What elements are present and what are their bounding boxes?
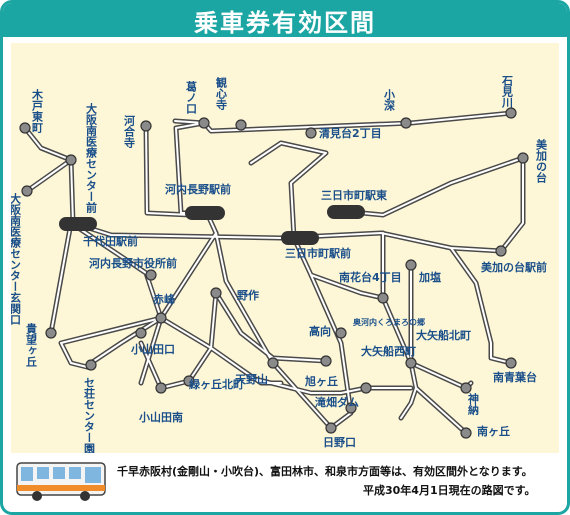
label-midori: 緑ヶ丘北町 (189, 377, 244, 391)
coverage-note: 千早赤阪村(金剛山・小吹台)、富田林市、和泉市方面等は、有効区間外となります。 (117, 465, 533, 478)
page-title: 乗車券有効区間 (3, 3, 567, 37)
stop-shiyakusho[interactable] (145, 269, 157, 281)
date-note: 平成30年4月1日現在の路図です。 (363, 484, 536, 497)
footer: 千早赤阪村(金剛山・小吹台)、富田林市、和泉市方面等は、有効区間外となります。 … (11, 455, 559, 507)
stop-kounou[interactable] (460, 382, 472, 394)
route-map-svg: 木戸東町 大阪南医療センター前 大阪南医療センター玄関口 河合寺 河内長野駅前 … (9, 75, 549, 455)
label-kibou: 貴望ヶ丘 (25, 322, 38, 367)
station-labels: 木戸東町 大阪南医療センター前 大阪南医療センター玄関口 河合寺 河内長野駅前 … (9, 75, 549, 455)
bus-icon (16, 462, 106, 501)
label-sennda: 千代田駅前 (83, 234, 138, 248)
stop-mikanodai-ekimae[interactable] (495, 245, 507, 257)
label-mikkaichi: 三日市町駅前 (285, 246, 351, 260)
stop-koyamadaminami[interactable] (155, 382, 167, 394)
stop-asahigaoka[interactable] (320, 355, 332, 367)
label-takihata: 滝畑ダム (315, 395, 359, 409)
label-kakou: 高向 (309, 324, 331, 338)
stop-kakunoguchi[interactable] (198, 117, 210, 129)
label-akamine: 赤峰 (153, 292, 176, 306)
label-koyamadaguchi: 小山田口 (130, 342, 175, 356)
label-kido: 木戸東町 (31, 88, 45, 134)
stop-kaen[interactable] (405, 259, 417, 271)
terminal-mikkaichi-higashi[interactable] (327, 205, 365, 219)
label-kiyomidai: 清見台2丁目 (319, 126, 382, 140)
stop-kido[interactable] (19, 122, 31, 134)
label-minamihanadai: 南花台4丁目 (339, 270, 402, 284)
route-lines (22, 110, 526, 436)
stop-kobuka[interactable] (400, 117, 412, 129)
stop-amanoyama[interactable] (267, 357, 279, 369)
stop-minamiaoba[interactable] (505, 357, 517, 369)
label-minamiaoba: 南青葉台 (493, 370, 537, 384)
label-ishimigawa: 石見川 (501, 75, 515, 108)
label-shiyakusho: 河内長野市役所前 (89, 256, 177, 270)
label-center-mae: 大阪南医療センター前 (85, 102, 98, 214)
label-kanshinji: 観心寺 (215, 76, 228, 111)
terminal-kawachi-nagano[interactable] (185, 206, 225, 220)
stop-nangaoka[interactable] (460, 427, 472, 439)
label-oyabune-nishi: 大矢船西町 (361, 344, 416, 358)
stop-kakou[interactable] (335, 327, 347, 339)
label-kawachi-nagano: 河内長野駅前 (165, 182, 231, 196)
label-center-en: セ荘センター園 (83, 377, 96, 453)
stop-nosaku[interactable] (210, 287, 222, 299)
label-mikanodai: 美加の台 (535, 138, 549, 184)
stop-center-en[interactable] (85, 359, 97, 371)
label-kakunoguchi: 葛ノ口 (185, 80, 199, 115)
label-asahigaoka: 旭ヶ丘 (304, 374, 338, 388)
label-nangaoka: 南ヶ丘 (477, 424, 510, 438)
label-kawachidera: 河合寺 (123, 114, 136, 149)
stop-minamihanadai[interactable] (377, 292, 389, 304)
label-kounou: 神納 (467, 392, 480, 416)
label-mikanodai-ekimae: 美加の台駅前 (481, 260, 547, 274)
stop-dots (19, 107, 529, 439)
label-oyabune-kita: 大矢船北町 (416, 328, 471, 342)
stop-kiyomidai[interactable] (305, 127, 317, 139)
label-kobuka: 小深 (383, 88, 397, 112)
route-map: 木戸東町 大阪南医療センター前 大阪南医療センター玄関口 河合寺 河内長野駅前 … (9, 43, 559, 455)
label-mikkaichi-higashi: 三日市町駅東 (321, 188, 388, 202)
terminal-mikkaichi[interactable] (281, 231, 319, 245)
stop-hinoguchi[interactable] (325, 422, 337, 434)
stop-ishimigawa[interactable] (505, 107, 517, 119)
stop-oyabune-nishi[interactable] (405, 357, 417, 369)
stop-takihata[interactable] (345, 402, 357, 414)
stop-kibou[interactable] (45, 327, 57, 339)
terminal-sennda[interactable] (59, 217, 97, 231)
label-genkan: 大阪南医療センター玄関口 (11, 192, 22, 326)
stop-kawachidera[interactable] (140, 120, 152, 132)
stop-midori[interactable] (183, 375, 195, 387)
label-amanoyama: 天野山 (235, 372, 268, 386)
stop-mikanodai[interactable] (517, 152, 529, 164)
terminal-markers (59, 205, 365, 245)
stop-koyamadaguchi[interactable] (135, 327, 147, 339)
stop-genkan[interactable] (21, 185, 33, 197)
stop-akamine[interactable] (155, 312, 167, 324)
label-nosaku: 野作 (237, 288, 259, 302)
label-koyamadaminami: 小山田南 (138, 410, 183, 424)
label-kaen: 加塩 (418, 270, 441, 284)
stop-center-mae[interactable] (65, 154, 77, 166)
label-hinoguchi: 日野口 (323, 436, 356, 449)
stop-oyabune-kita[interactable] (360, 382, 372, 394)
label-okukawachi: 奥河内くろまろの郷 (352, 317, 425, 327)
stop-kanshinji[interactable] (235, 119, 247, 131)
